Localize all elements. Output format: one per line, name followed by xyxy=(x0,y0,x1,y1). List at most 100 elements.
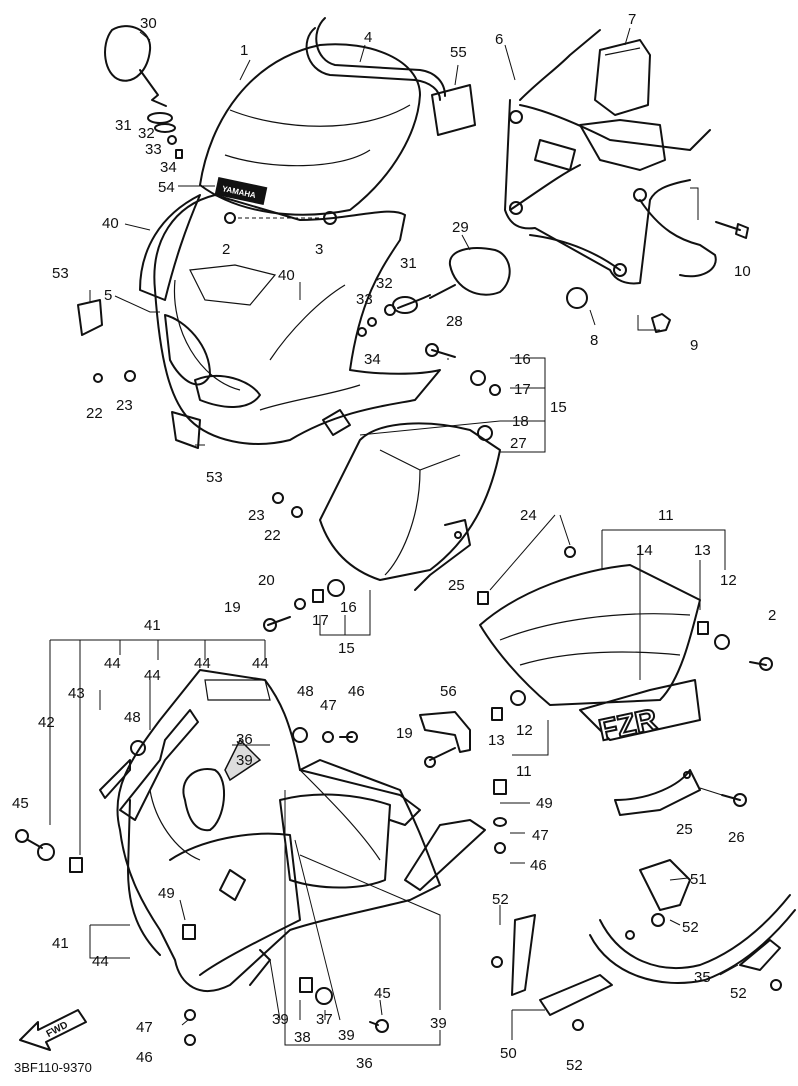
callout-c52b: 52 xyxy=(682,919,699,936)
callout-c6: 6 xyxy=(495,31,503,48)
callout-c25b: 25 xyxy=(676,821,693,838)
callout-c17b: 17 xyxy=(312,612,329,629)
screw-22-top xyxy=(93,373,103,383)
callout-c52a: 52 xyxy=(492,891,509,908)
screw-28 xyxy=(425,343,456,358)
callout-c19a: 19 xyxy=(224,599,241,616)
screw-2-right xyxy=(749,657,773,671)
callout-c47c: 47 xyxy=(136,1019,153,1036)
collar-43 xyxy=(69,857,83,873)
callout-c36a: 36 xyxy=(236,731,253,748)
callout-c53b: 53 xyxy=(206,469,223,486)
callout-c52c: 52 xyxy=(730,985,747,1002)
screw-52b xyxy=(491,956,503,968)
bolt-26 xyxy=(721,793,747,807)
callout-c52d: 52 xyxy=(566,1057,583,1074)
callout-c14: 14 xyxy=(636,542,653,559)
screw-52c xyxy=(770,979,782,991)
callout-c22a: 22 xyxy=(86,405,103,422)
callout-c1: 1 xyxy=(240,42,248,59)
callout-c13b: 13 xyxy=(488,732,505,749)
callout-c16b: 16 xyxy=(340,599,357,616)
callout-c20: 20 xyxy=(258,572,275,589)
callout-c4: 4 xyxy=(364,29,372,46)
cover-7 xyxy=(594,39,651,116)
inner-panel-upper xyxy=(319,422,501,581)
callout-c44c: 44 xyxy=(194,655,211,672)
side-panel-40 xyxy=(139,194,201,301)
grommet-8 xyxy=(566,287,588,309)
callout-c56: 56 xyxy=(440,683,457,700)
windscreen xyxy=(199,43,421,216)
frame-35 xyxy=(589,894,796,984)
callout-c44b: 44 xyxy=(144,667,161,684)
callout-c25a: 25 xyxy=(448,577,465,594)
collar-13a xyxy=(697,621,709,635)
bolt-10 xyxy=(715,221,749,239)
callout-c47b: 47 xyxy=(532,827,549,844)
grommet-42 xyxy=(37,843,55,861)
callout-c38: 38 xyxy=(294,1029,311,1046)
collar-17-mid xyxy=(312,589,324,603)
pad-53-lower xyxy=(171,411,201,449)
callout-c46a: 46 xyxy=(348,683,365,700)
collar-49b xyxy=(182,924,196,940)
grommet-12a xyxy=(714,634,730,650)
callout-c44d: 44 xyxy=(252,655,269,672)
side-fairing-right: FZR xyxy=(479,564,701,749)
mirror-right xyxy=(357,247,511,337)
callout-c33b: 33 xyxy=(356,291,373,308)
callout-c35: 35 xyxy=(694,969,711,986)
callout-c34a: 34 xyxy=(160,159,177,176)
callout-c12b: 12 xyxy=(516,722,533,739)
callout-c36b: 36 xyxy=(356,1055,373,1072)
callout-c37: 37 xyxy=(316,1011,333,1028)
callout-c51: 51 xyxy=(690,871,707,888)
callout-c39d: 39 xyxy=(430,1015,447,1032)
collar-38 xyxy=(299,977,313,993)
callout-c15b: 15 xyxy=(338,640,355,657)
callout-c45b: 45 xyxy=(374,985,391,1002)
nut-47b xyxy=(493,817,507,827)
grommet-24b xyxy=(477,591,489,605)
pad-53-upper xyxy=(77,299,103,336)
nut-47a xyxy=(322,731,334,743)
callout-c46b: 46 xyxy=(530,857,547,874)
callout-c29: 29 xyxy=(452,219,469,236)
fzr-logo: FZR xyxy=(596,703,660,747)
callout-c43: 43 xyxy=(68,685,85,702)
callout-c11b: 11 xyxy=(516,763,532,780)
screw-46b xyxy=(494,842,506,854)
callout-c46c: 46 xyxy=(136,1049,153,1066)
fairing-stay xyxy=(504,29,717,285)
grommet-48a xyxy=(130,740,146,756)
callout-c12a: 12 xyxy=(720,572,737,589)
screw-45a xyxy=(15,829,43,849)
grommet-48b xyxy=(292,727,308,743)
screw-19-mid xyxy=(263,616,291,632)
callout-c49a: 49 xyxy=(536,795,553,812)
callout-c54: 54 xyxy=(158,179,175,196)
grommet-18 xyxy=(322,409,351,436)
washer-23-mid xyxy=(272,492,284,504)
bracket-51 xyxy=(639,859,691,911)
callout-c53a: 53 xyxy=(52,265,69,282)
callout-c7: 7 xyxy=(628,11,636,28)
grommet-16-mid xyxy=(327,579,345,597)
screw-22-mid xyxy=(291,506,303,518)
callout-c28: 28 xyxy=(446,313,463,330)
callout-c34b: 34 xyxy=(364,351,381,368)
grommet-24a xyxy=(564,546,576,558)
screw-52d xyxy=(572,1019,584,1031)
screw-2 xyxy=(224,212,236,224)
screw-19-right xyxy=(424,747,456,768)
lower-cowling xyxy=(116,669,441,992)
callout-c44e: 44 xyxy=(92,953,109,970)
inner-duct xyxy=(299,769,486,891)
washer-20 xyxy=(294,598,306,610)
callout-c44a: 44 xyxy=(104,655,121,672)
callout-c48a: 48 xyxy=(124,709,141,726)
callout-c15a: 15 xyxy=(550,399,567,416)
screw-46c xyxy=(184,1034,196,1046)
callout-c26: 26 xyxy=(728,829,745,846)
